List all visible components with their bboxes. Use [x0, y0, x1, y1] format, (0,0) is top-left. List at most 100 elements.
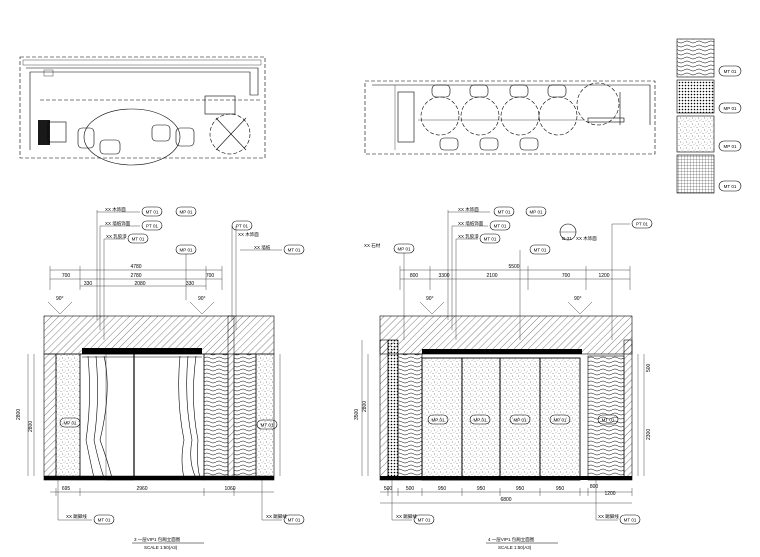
drawing-title: 3 一层VIP1 包厢立面图: [134, 536, 181, 543]
legend-swatch-dots: [676, 79, 715, 114]
svg-text:MT 01: MT 01: [498, 210, 511, 215]
legend-swatch-wave: [676, 38, 715, 78]
elevation-left: XX 木饰面 MT 01 MP 01 XX 墙纸饰面 PT 01 XX 乳胶漆 …: [16, 206, 305, 550]
svg-text:700: 700: [562, 273, 571, 279]
legend-tag-2: MP 01: [718, 102, 742, 114]
svg-text:XX 墙纸饰面: XX 墙纸饰面: [458, 220, 484, 227]
svg-text:330: 330: [186, 281, 195, 287]
svg-text:XX 墙纸: XX 墙纸: [254, 244, 271, 251]
svg-text:MT 01: MT 01: [98, 518, 111, 523]
svg-text:MT 01: MT 01: [534, 248, 547, 253]
drawing-scale: SCALE 1:50(A3): [498, 545, 532, 550]
svg-text:330: 330: [84, 281, 93, 287]
svg-text:MT 01: MT 01: [288, 248, 301, 253]
legend-tag-4: MT 01: [718, 180, 742, 192]
svg-text:MP 01: MP 01: [180, 210, 193, 215]
svg-text:2800: 2800: [28, 421, 34, 432]
elevation-right: XX 木饰面 MT 01 MP 01 XX 墙纸饰面 MT 01 XX 乳胶漆 …: [354, 206, 653, 550]
svg-text:695: 695: [62, 486, 71, 492]
svg-text:MP 01: MP 01: [398, 247, 411, 252]
svg-text:500: 500: [406, 486, 415, 492]
svg-text:2100: 2100: [486, 273, 497, 279]
svg-text:XX 踢脚线: XX 踢脚线: [266, 513, 287, 520]
svg-text:1200: 1200: [598, 273, 609, 279]
svg-text:MP 01: MP 01: [180, 248, 193, 253]
svg-text:MT 01: MT 01: [494, 224, 507, 229]
svg-text:XX 踢脚线: XX 踢脚线: [396, 513, 417, 520]
svg-text:MT 01: MT 01: [146, 210, 159, 215]
svg-text:XX 木饰面: XX 木饰面: [238, 231, 259, 238]
svg-text:MP 01: MP 01: [724, 144, 737, 149]
svg-text:800: 800: [590, 484, 599, 490]
svg-text:500: 500: [646, 363, 652, 372]
svg-text:MT 01: MT 01: [724, 184, 737, 189]
svg-text:90°: 90°: [56, 296, 64, 302]
svg-text:XX 踢脚线: XX 踢脚线: [598, 513, 619, 520]
svg-text:700: 700: [206, 273, 215, 279]
svg-text:MT 01: MT 01: [724, 69, 737, 74]
svg-text:MP 01: MP 01: [530, 210, 543, 215]
plan-right: [364, 80, 656, 155]
svg-text:MP 01: MP 01: [724, 106, 737, 111]
svg-text:800: 800: [410, 273, 419, 279]
svg-text:MT 01: MT 01: [288, 518, 301, 523]
svg-text:950: 950: [516, 486, 525, 492]
svg-text:2960: 2960: [136, 486, 147, 492]
svg-text:5500: 5500: [508, 264, 519, 270]
svg-text:3300: 3300: [438, 273, 449, 279]
svg-text:D-31: D-31: [562, 236, 572, 241]
svg-text:950: 950: [477, 486, 486, 492]
svg-text:MT 01: MT 01: [418, 518, 431, 523]
svg-text:MP 01: MP 01: [514, 418, 527, 423]
svg-text:XX 石材: XX 石材: [364, 242, 381, 249]
svg-text:MT 01: MT 01: [132, 237, 145, 242]
svg-text:MT 01: MT 01: [484, 237, 497, 242]
svg-text:PT 01: PT 01: [636, 222, 648, 227]
svg-text:XX 踢脚线: XX 踢脚线: [66, 513, 87, 520]
legend-swatch-speckle: [676, 115, 715, 153]
svg-text:950: 950: [556, 486, 565, 492]
drawing-scale: SCALE 1:50(A3): [144, 545, 178, 550]
callout-label: XX 木饰面: [105, 206, 126, 213]
svg-text:700: 700: [62, 273, 71, 279]
svg-text:2300: 2300: [646, 429, 652, 440]
svg-text:6800: 6800: [500, 497, 511, 503]
svg-text:PT 01: PT 01: [146, 224, 158, 229]
svg-text:XX 木饰面: XX 木饰面: [458, 206, 479, 213]
svg-text:MT 01: MT 01: [624, 518, 637, 523]
svg-text:500: 500: [384, 486, 393, 492]
svg-text:MT 01: MT 01: [261, 423, 274, 428]
callout-label: XX 墙纸饰面: [105, 220, 131, 227]
svg-text:MP 01: MP 01: [64, 421, 77, 426]
svg-text:XX 木饰面: XX 木饰面: [576, 235, 597, 242]
svg-text:MP 01: MP 01: [474, 418, 487, 423]
svg-text:2800: 2800: [16, 409, 22, 420]
svg-text:2800: 2800: [362, 401, 368, 412]
material-tag: [175, 206, 197, 217]
material-legend: MT 01 MP 01 MP 01 MT 01: [676, 38, 742, 194]
svg-text:4780: 4780: [130, 264, 141, 270]
material-tag: [141, 206, 163, 217]
svg-text:1060: 1060: [224, 486, 235, 492]
svg-text:90°: 90°: [426, 296, 434, 302]
svg-text:950: 950: [438, 486, 447, 492]
svg-text:PT 01: PT 01: [236, 224, 248, 229]
svg-text:90°: 90°: [574, 296, 582, 302]
svg-text:1200: 1200: [604, 491, 615, 497]
svg-text:2780: 2780: [130, 273, 141, 279]
legend-tag-1: MT 01: [718, 65, 742, 77]
svg-text:90°: 90°: [198, 296, 206, 302]
plan-left: [19, 56, 266, 166]
callout-label: XX 乳胶漆: [106, 233, 127, 240]
legend-swatch-grid: [676, 154, 715, 194]
svg-text:2080: 2080: [134, 281, 145, 287]
svg-text:XX 乳胶漆: XX 乳胶漆: [458, 233, 479, 240]
svg-text:MP 01: MP 01: [554, 418, 567, 423]
svg-text:MT 01: MT 01: [602, 418, 615, 423]
svg-text:3500: 3500: [354, 409, 360, 420]
svg-text:MP 01: MP 01: [432, 418, 445, 423]
drawing-title: 4 一层VIP1 包厢立面图: [488, 536, 535, 543]
legend-tag-3: MP 01: [718, 140, 742, 152]
